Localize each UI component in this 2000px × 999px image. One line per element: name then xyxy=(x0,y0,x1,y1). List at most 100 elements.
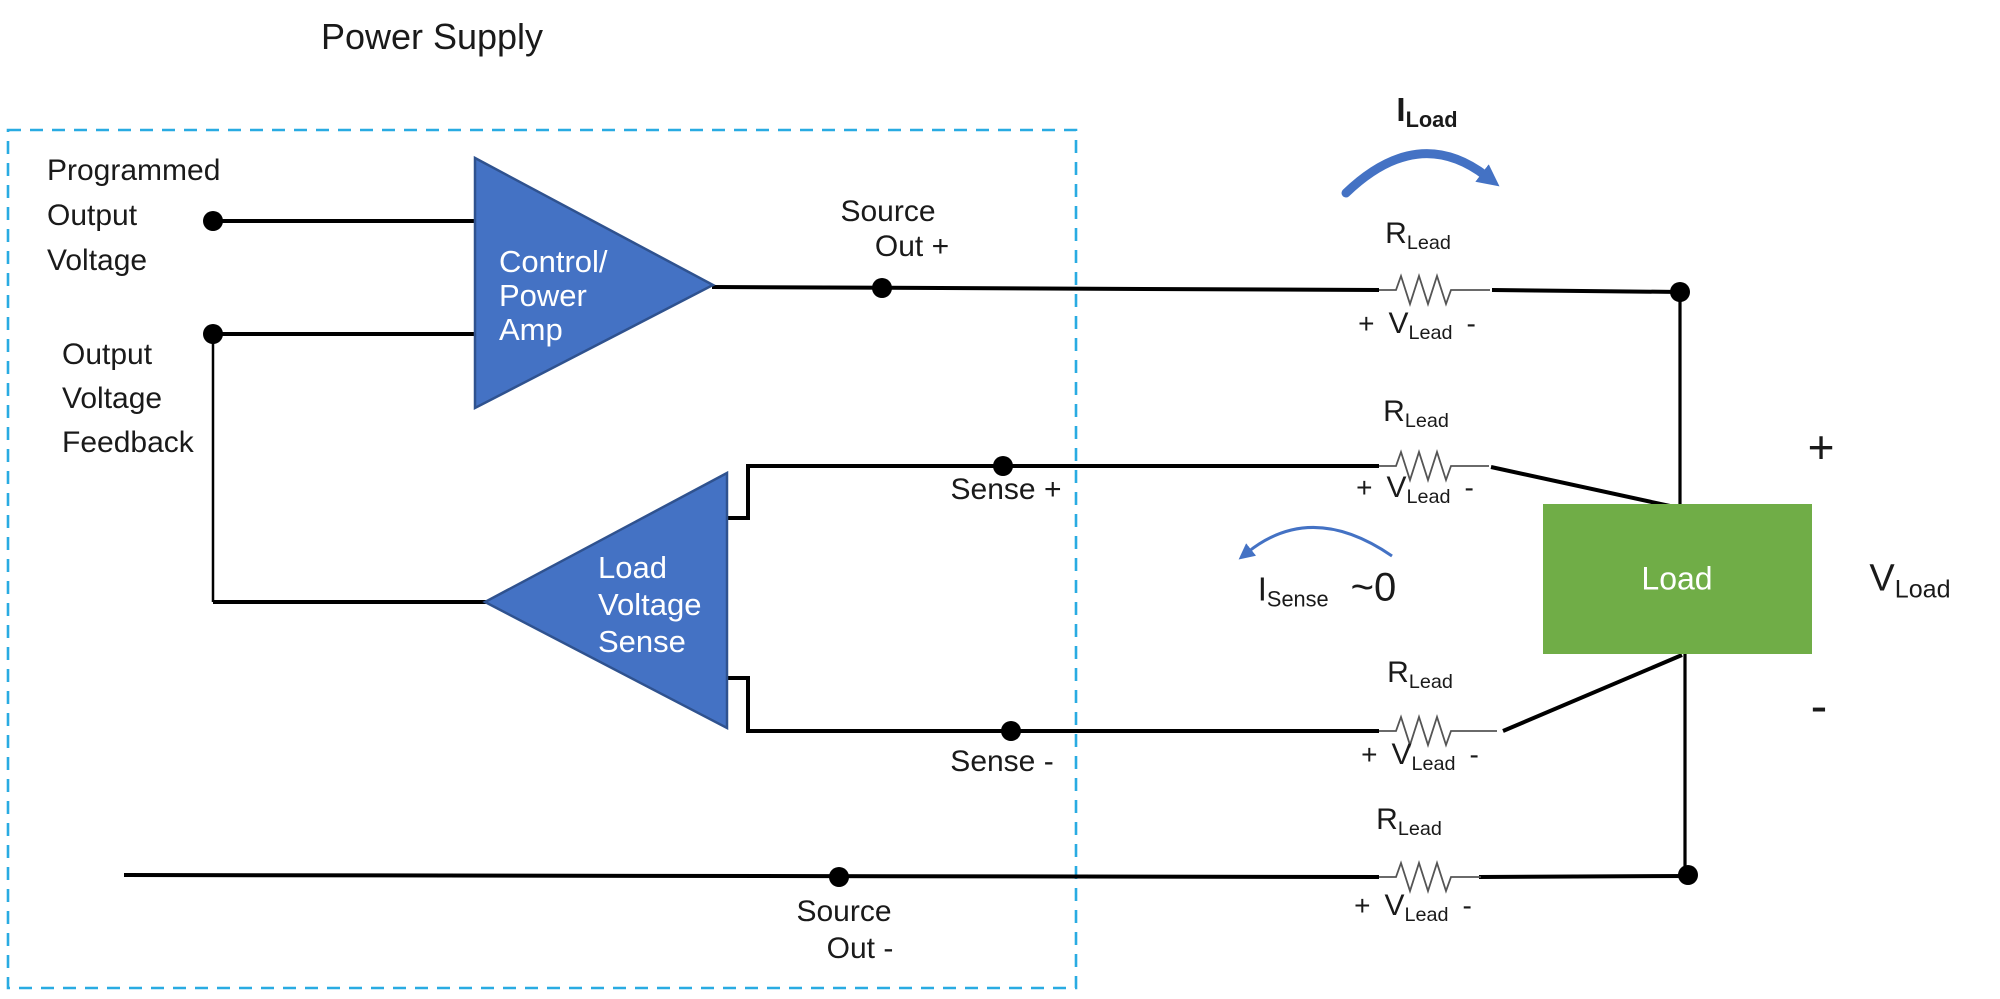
label-line: Amp xyxy=(499,312,563,347)
v-lead-base: V xyxy=(1388,307,1409,341)
label-line: Voltage xyxy=(62,382,163,415)
sense-plus-node xyxy=(993,456,1013,476)
label-line: Power xyxy=(499,278,587,313)
load-block-label: Load xyxy=(1641,560,1713,597)
v-load-base: V xyxy=(1869,557,1895,600)
source-minus-to-load-wire xyxy=(1478,874,1691,879)
i-sense-base: I xyxy=(1257,570,1267,608)
v-lead-sub: Lead xyxy=(1404,903,1449,926)
polarity-minus: - xyxy=(1469,739,1479,771)
v-lead-label: VLead xyxy=(1385,889,1449,927)
source-out-minus-node xyxy=(829,867,849,887)
r-lead-base: R xyxy=(1383,395,1405,429)
feedback-input-node xyxy=(203,324,223,344)
power-supply-boundary xyxy=(6,128,1078,990)
label-line: Sense xyxy=(598,624,686,659)
label-line: Output xyxy=(47,199,138,232)
label-line: Output xyxy=(62,338,153,371)
source-out-plus-wire xyxy=(711,285,1380,292)
v-load-label: VLoad xyxy=(1869,557,1950,604)
source-plus-to-load-wire xyxy=(1491,288,1682,294)
polarity-minus: - xyxy=(1462,890,1472,922)
load-voltage-sense-label: Load Voltage Sense xyxy=(598,549,701,660)
sense-plus-label: Sense + xyxy=(950,473,1062,506)
source-out-plus-label-line1: Source xyxy=(840,195,936,228)
i-load-label: ILoad xyxy=(1396,91,1457,133)
r-lead-base: R xyxy=(1376,803,1398,837)
load-terminal-plus: + xyxy=(1807,421,1835,473)
load-plus-junction-node xyxy=(1670,282,1690,302)
r-lead-sub: Lead xyxy=(1406,231,1451,254)
r-lead-label-source-minus: RLead xyxy=(1376,803,1442,841)
source-out-plus-label-line2: Out + xyxy=(874,230,950,263)
i-sense-sub: Sense xyxy=(1266,586,1329,612)
r-lead-sub: Lead xyxy=(1397,817,1442,840)
page-title: Power Supply xyxy=(320,16,544,57)
source-out-plus-node xyxy=(872,278,892,298)
label-line: Load xyxy=(598,550,667,585)
v-lead-sub: Lead xyxy=(1411,752,1456,775)
i-load-sub: Load xyxy=(1405,107,1458,133)
output-voltage-feedback-label: Output Voltage Feedback xyxy=(62,333,194,465)
load-voltage-sense-triangle xyxy=(482,470,729,731)
i-load-base: I xyxy=(1396,90,1406,128)
i-load-arrow xyxy=(1341,149,1500,198)
source-out-minus-wire xyxy=(123,873,1380,879)
polarity-minus: - xyxy=(1466,308,1476,340)
label-line: Feedback xyxy=(62,426,194,459)
v-lead-label: VLead xyxy=(1392,738,1456,776)
r-lead-base: R xyxy=(1385,217,1407,251)
r-lead-base: R xyxy=(1387,656,1409,690)
r-lead-resistor-sense-plus xyxy=(1379,449,1489,483)
v-lead-base: V xyxy=(1384,889,1405,923)
v-lead-row-sense-minus: + VLead - xyxy=(1361,738,1479,776)
label-line: Voltage xyxy=(598,587,702,622)
sense-minus-label: Sense - xyxy=(950,745,1054,778)
v-lead-row-source-minus: + VLead - xyxy=(1354,889,1472,927)
source-out-minus-label-line2: Out - xyxy=(826,932,894,965)
v-lead-base: V xyxy=(1391,738,1412,772)
polarity-plus: + xyxy=(1356,472,1373,504)
r-lead-resistor-source-plus xyxy=(1379,273,1490,307)
v-lead-label: VLead xyxy=(1389,307,1453,345)
load-block xyxy=(1543,504,1812,654)
i-sense-base-group: ISense xyxy=(1258,570,1329,612)
polarity-minus: - xyxy=(1464,472,1474,504)
approx-zero-label: ~0 xyxy=(1350,565,1397,610)
v-load-sub: Load xyxy=(1894,575,1951,604)
source-out-minus-label-line1: Source xyxy=(796,895,892,928)
i-sense-label: ISense ~0 xyxy=(1258,565,1397,612)
sense-minus-wire xyxy=(726,676,1379,733)
label-line: Programmed xyxy=(47,154,221,187)
label-line: Control/ xyxy=(499,244,608,279)
r-lead-label-source-plus: RLead xyxy=(1385,217,1451,255)
control-power-amp-triangle xyxy=(473,155,716,411)
polarity-plus: + xyxy=(1358,308,1375,340)
r-lead-label-sense-minus: RLead xyxy=(1387,656,1453,694)
r-lead-label-sense-plus: RLead xyxy=(1383,395,1449,433)
v-lead-row-sense-plus: + VLead - xyxy=(1356,471,1474,509)
programmed-input-node xyxy=(203,211,223,231)
i-sense-arrow xyxy=(1238,526,1393,560)
r-lead-resistor-source-minus xyxy=(1379,860,1481,894)
v-lead-label: VLead xyxy=(1387,471,1451,509)
label-line: Voltage xyxy=(47,244,148,277)
load-minus-junction-node xyxy=(1678,865,1698,885)
sense-plus-wire xyxy=(726,464,1379,520)
v-lead-sub: Lead xyxy=(1408,321,1453,344)
polarity-plus: + xyxy=(1361,739,1378,771)
polarity-plus: + xyxy=(1354,890,1371,922)
v-lead-sub: Lead xyxy=(1406,485,1451,508)
v-lead-row-source-plus: + VLead - xyxy=(1358,307,1476,345)
programmed-output-voltage-label: Programmed Output Voltage xyxy=(47,148,220,283)
load-terminal-minus: - xyxy=(1810,678,1828,734)
r-lead-sub: Lead xyxy=(1408,670,1453,693)
sense-minus-diagonal-wire xyxy=(1502,653,1683,733)
v-lead-base: V xyxy=(1386,471,1407,505)
r-lead-resistor-sense-minus xyxy=(1379,714,1497,748)
r-lead-sub: Lead xyxy=(1404,409,1449,432)
sense-minus-node xyxy=(1001,721,1021,741)
sense-plus-diagonal-wire xyxy=(1490,465,1671,508)
